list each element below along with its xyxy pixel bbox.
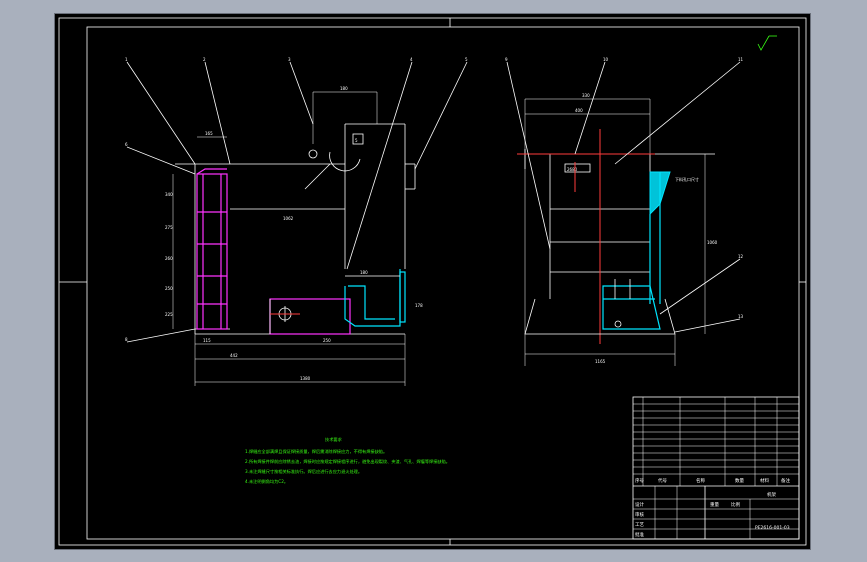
- inner-border: [86, 26, 800, 540]
- svg-text:340: 340: [165, 192, 173, 197]
- svg-text:5: 5: [355, 138, 358, 143]
- balloon-5: 5: [465, 57, 468, 62]
- balloon-9: 9: [505, 57, 508, 62]
- bom-header-qty: 数量: [735, 477, 744, 484]
- svg-text:1060: 1060: [707, 240, 718, 245]
- note-4: 4.未注明倒角均为C2。: [245, 478, 288, 485]
- note-1: 1.焊缝应全部满焊且保证焊接质量，焊后需消除焊接应力，不得有焊接缺陷。: [245, 448, 387, 455]
- note-3: 3.未注焊缝尺寸按相关标准执行。焊后应进行去应力退火处理。: [245, 468, 362, 475]
- balloon-12: 12: [738, 254, 744, 259]
- leaders-left: 1 2 3 4 5 6 8: [125, 57, 468, 343]
- bom-header-name: 名称: [696, 477, 705, 484]
- svg-text:下料孔口尺寸: 下料孔口尺寸: [675, 176, 699, 182]
- svg-text:225: 225: [165, 312, 173, 317]
- technical-notes: 技术要求 1.焊缝应全部满焊且保证焊接质量，焊后需消除焊接应力，不得有焊接缺陷。…: [245, 436, 450, 485]
- svg-text:1380: 1380: [300, 376, 311, 381]
- parts-list: 序号 代号 名称 数量 材料 备注: [632, 396, 800, 540]
- svg-text:260: 260: [165, 256, 173, 261]
- checker-label: 审核: [635, 511, 644, 518]
- note-2: 2.所有焊接件焊前应除锈去油，焊接时应按规定焊接程序进行，避免出现裂纹、夹渣、气…: [245, 458, 450, 465]
- balloon-8: 8: [125, 337, 128, 342]
- outer-frame: [58, 17, 807, 546]
- drawing-canvas[interactable]: 180 165 340 275 260 250 225 1062 5: [55, 14, 810, 549]
- svg-text:400: 400: [575, 108, 583, 113]
- leaders-right: 9 10 11 12 13: [505, 57, 744, 333]
- title-name: 机架: [767, 491, 776, 498]
- front-view: 180 165 340 275 260 250 225 1062 5: [165, 86, 423, 386]
- svg-text:275: 275: [165, 225, 173, 230]
- svg-text:178: 178: [415, 303, 423, 308]
- scale-label: 比例: [731, 501, 740, 508]
- roughness-symbol: [757, 35, 777, 51]
- svg-text:180: 180: [340, 86, 348, 91]
- balloon-10: 10: [603, 57, 609, 62]
- balloon-2: 2: [203, 57, 206, 62]
- designer-label: 设计: [635, 501, 644, 508]
- bom-header-code: 代号: [658, 477, 667, 484]
- svg-text:250: 250: [165, 286, 173, 291]
- bom-header-no: 序号: [635, 477, 644, 484]
- title-block: 机架 设计 审核 工艺 批准 重量 比例 PE2616-001-03: [633, 486, 799, 539]
- svg-text:1165: 1165: [595, 359, 606, 364]
- process-label: 工艺: [635, 522, 644, 528]
- svg-text:115: 115: [203, 338, 211, 343]
- svg-text:442: 442: [230, 353, 238, 358]
- svg-text:165: 165: [205, 131, 213, 136]
- svg-text:180: 180: [360, 270, 368, 275]
- balloon-13: 13: [738, 314, 744, 319]
- cad-drawing-svg: 180 165 340 275 260 250 225 1062 5: [58, 17, 807, 546]
- svg-text:2680: 2680: [567, 167, 578, 172]
- svg-text:250: 250: [323, 338, 331, 343]
- drawing-number: PE2616-001-03: [755, 525, 790, 531]
- balloon-11: 11: [738, 57, 744, 62]
- balloon-4: 4: [410, 57, 413, 62]
- svg-text:330: 330: [582, 93, 590, 98]
- svg-text:1062: 1062: [283, 216, 294, 221]
- bom-header-material: 材料: [760, 477, 769, 484]
- approve-label: 批准: [635, 531, 644, 538]
- notes-title: 技术要求: [325, 436, 343, 443]
- balloon-6: 6: [125, 142, 128, 147]
- bom-header-remark: 备注: [781, 477, 790, 484]
- balloon-3: 3: [288, 57, 291, 62]
- side-view: 330 400 1060 1165 2680 下料: [517, 93, 718, 366]
- balloon-1: 1: [125, 57, 128, 62]
- weight-label: 重量: [710, 501, 719, 508]
